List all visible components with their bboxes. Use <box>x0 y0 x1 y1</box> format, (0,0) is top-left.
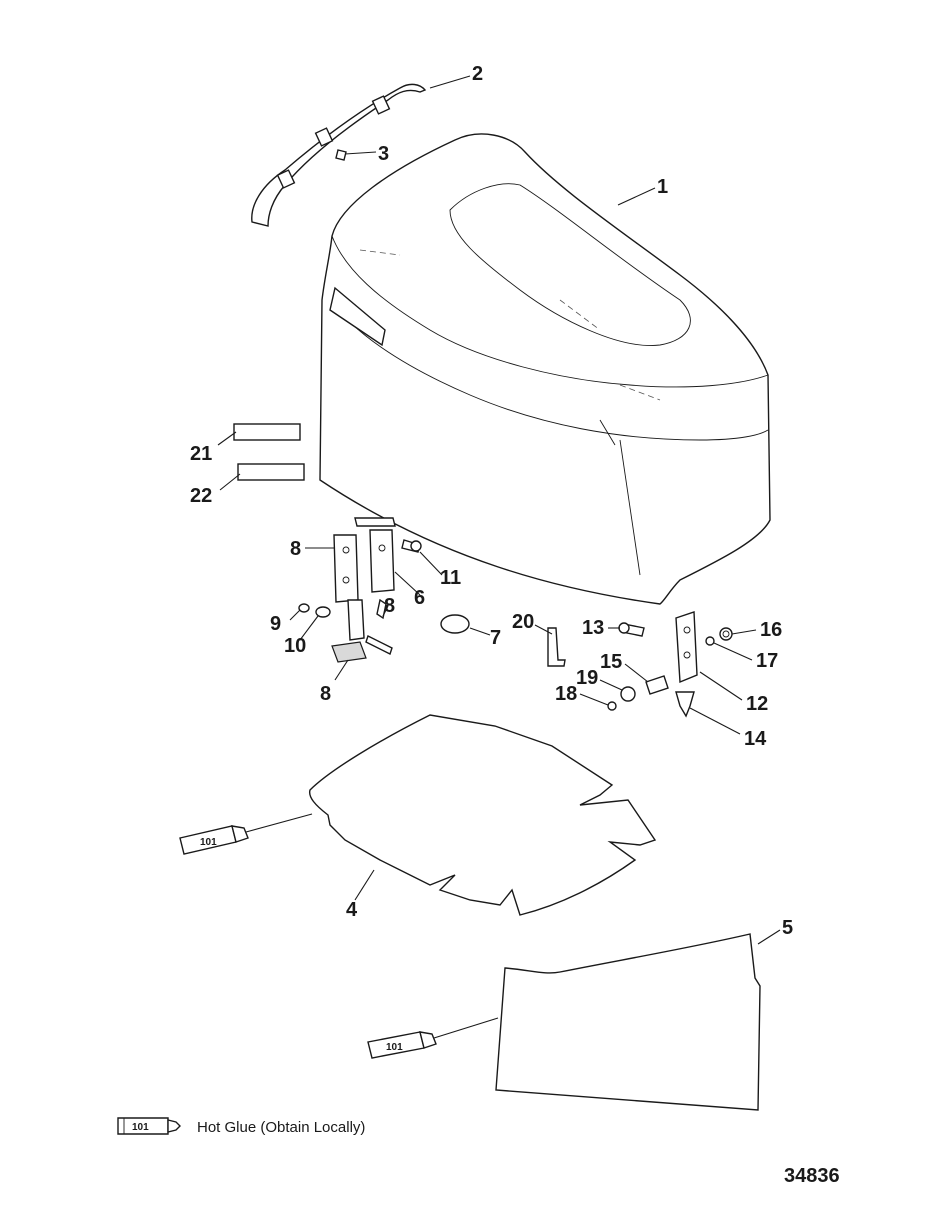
liner-part-5 <box>495 933 761 1111</box>
callout-1: 1 <box>657 176 668 198</box>
legend-text: Hot Glue (Obtain Locally) <box>197 1119 365 1136</box>
callout-8-upper: 8 <box>290 538 301 560</box>
glue-tube-icon-legend: 101 <box>117 1117 181 1135</box>
callout-3: 3 <box>378 143 389 165</box>
callout-22: 22 <box>190 485 212 507</box>
callout-5: 5 <box>782 917 793 939</box>
decal-part-22 <box>237 463 305 481</box>
callout-19: 19 <box>576 667 598 689</box>
glue-tube-icon-lower: 101 <box>367 1017 499 1059</box>
callout-10: 10 <box>284 635 306 657</box>
callout-13: 13 <box>582 617 604 639</box>
callout-4: 4 <box>346 899 358 921</box>
legend-tube-label: 101 <box>132 1122 149 1133</box>
leader-lines <box>217 75 781 945</box>
tube-label: 101 <box>386 1042 403 1053</box>
callouts: 2 3 1 21 22 8 11 6 8 9 10 8 7 20 13 16 1… <box>190 63 793 939</box>
top-cowl-part <box>319 133 771 605</box>
callout-16: 16 <box>760 619 782 641</box>
callout-18: 18 <box>555 683 577 705</box>
callout-6: 6 <box>414 587 425 609</box>
callout-8-lower: 8 <box>320 683 331 705</box>
plug-part-7 <box>440 614 470 634</box>
callout-11: 11 <box>440 567 461 589</box>
clip-part-20 <box>547 627 566 667</box>
latch-assembly-right <box>607 611 733 718</box>
fastener-part-3 <box>335 149 347 161</box>
top-handle-part <box>251 83 427 227</box>
callout-9: 9 <box>270 613 281 635</box>
callout-20: 20 <box>512 611 534 633</box>
callout-21: 21 <box>190 443 212 465</box>
callout-15: 15 <box>600 651 622 673</box>
liner-part-4 <box>308 714 657 916</box>
glue-tube-icon-upper: 101 <box>179 813 313 855</box>
legend: 101 Hot Glue (Obtain Locally) <box>117 1117 365 1136</box>
callout-14: 14 <box>744 728 767 750</box>
decal-part-21 <box>233 423 301 441</box>
callout-12: 12 <box>746 693 768 715</box>
callout-17: 17 <box>756 650 778 672</box>
tube-label: 101 <box>200 837 217 848</box>
drawing-number: 34836 <box>784 1165 840 1187</box>
callout-8-middle: 8 <box>384 595 395 617</box>
latch-assembly-left <box>298 517 422 663</box>
callout-2: 2 <box>472 63 483 85</box>
callout-7: 7 <box>490 627 501 649</box>
